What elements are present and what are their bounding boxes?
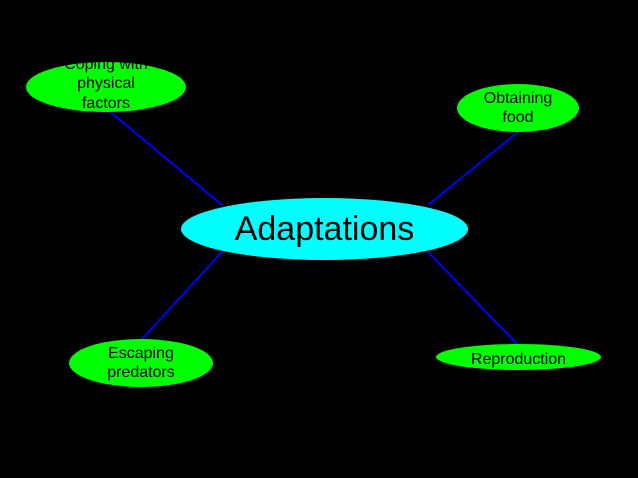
connector-reproduction	[427, 251, 518, 345]
center-node-adaptations: Adaptations	[181, 198, 468, 260]
connector-food	[427, 131, 519, 206]
branch-node-food: Obtaining food	[457, 84, 579, 132]
center-node-label: Adaptations	[234, 209, 415, 248]
branch-node-food-label: Obtaining food	[483, 89, 553, 126]
branch-node-coping: Coping with physical factors	[26, 62, 186, 112]
connector-coping	[107, 109, 223, 206]
branch-node-reproduction: Reproduction	[436, 344, 601, 370]
branch-node-escaping: Escaping predators	[69, 339, 213, 387]
connector-escaping	[141, 251, 223, 340]
branch-node-reproduction-label: Reproduction	[470, 351, 567, 369]
branch-node-escaping-label: Escaping predators	[107, 344, 175, 381]
branch-node-coping-label: Coping with physical factors	[64, 62, 148, 112]
